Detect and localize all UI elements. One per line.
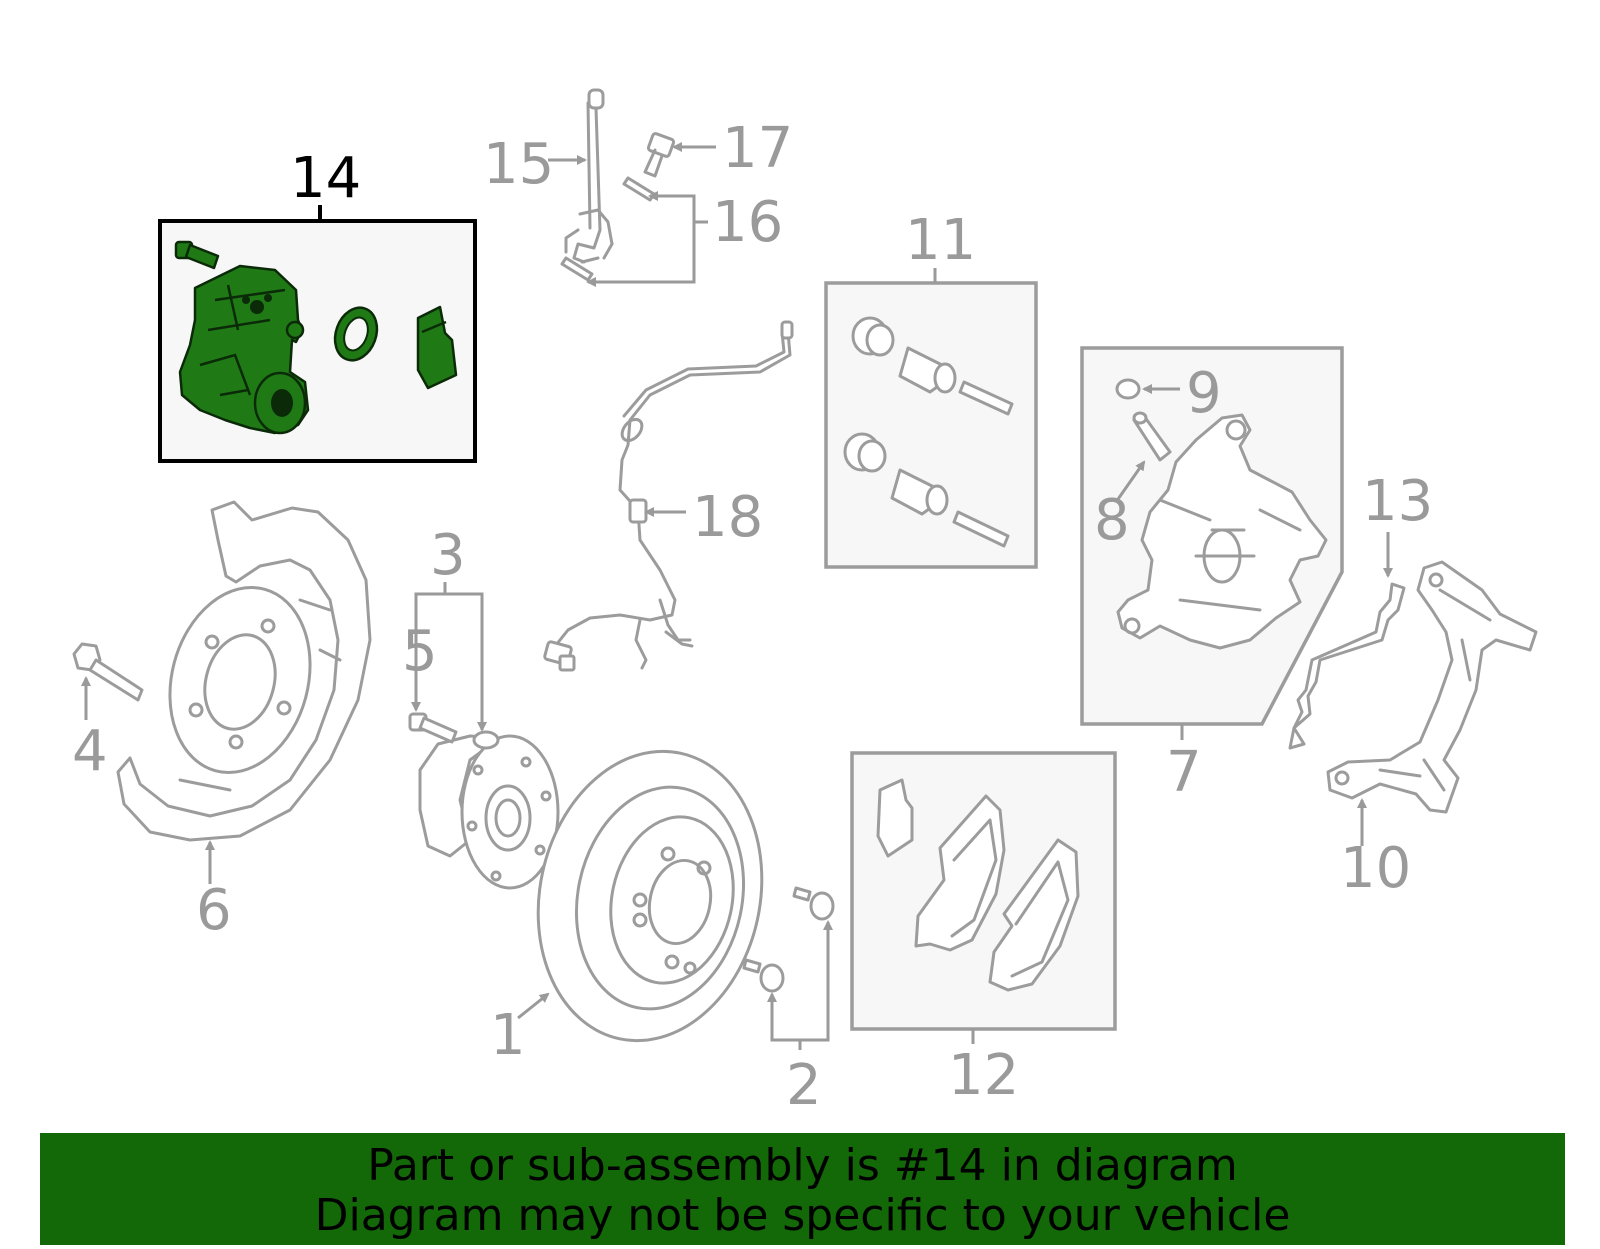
part-11-group bbox=[824, 268, 1038, 569]
callout-9[interactable]: 9 bbox=[1186, 361, 1222, 426]
callout-15[interactable]: 15 bbox=[483, 132, 554, 197]
callout-1[interactable]: 1 bbox=[490, 1003, 526, 1068]
part-6-dust-shield bbox=[116, 500, 372, 842]
guide-pins bbox=[843, 316, 1014, 548]
callout-13[interactable]: 13 bbox=[1362, 469, 1433, 534]
part-8-bleeder bbox=[1132, 411, 1172, 462]
part-3-hub bbox=[418, 730, 560, 890]
callout-8[interactable]: 8 bbox=[1094, 488, 1130, 553]
info-banner: Part or sub-assembly is #14 in diagram D… bbox=[40, 1133, 1565, 1245]
motor-bolt-green bbox=[174, 240, 220, 270]
callout-12[interactable]: 12 bbox=[948, 1043, 1019, 1108]
banner-line-2: Diagram may not be specific to your vehi… bbox=[314, 1190, 1291, 1241]
callout-3[interactable]: 3 bbox=[430, 523, 466, 588]
part-14-group[interactable]: 14 bbox=[158, 146, 477, 463]
callout-18[interactable]: 18 bbox=[692, 485, 763, 550]
callout-11[interactable]: 11 bbox=[905, 208, 976, 273]
part-10-bracket bbox=[1326, 560, 1538, 814]
part-5-bolt bbox=[408, 712, 458, 744]
callout-6[interactable]: 6 bbox=[196, 878, 232, 943]
callout-14[interactable]: 14 bbox=[290, 146, 361, 211]
part-11-box bbox=[824, 281, 1038, 569]
part-7-group bbox=[1080, 346, 1344, 740]
part-13-spring bbox=[1288, 582, 1406, 750]
caliper-housing bbox=[1116, 413, 1328, 650]
gasket-green bbox=[416, 305, 458, 390]
brake-hose-group bbox=[560, 88, 676, 282]
part-2-screws bbox=[742, 886, 835, 993]
banner-line-1: Part or sub-assembly is #14 in diagram bbox=[367, 1140, 1238, 1191]
callout-5[interactable]: 5 bbox=[402, 619, 438, 684]
callout-2[interactable]: 2 bbox=[786, 1053, 822, 1118]
callout-17[interactable]: 17 bbox=[722, 116, 793, 181]
callout-4[interactable]: 4 bbox=[72, 719, 108, 784]
callout-10[interactable]: 10 bbox=[1340, 836, 1411, 901]
part-9-cap bbox=[1115, 378, 1141, 400]
callout-16[interactable]: 16 bbox=[712, 190, 783, 255]
part-1-rotor bbox=[536, 749, 764, 1043]
part-18-sensor-harness bbox=[543, 320, 794, 672]
part-12-group bbox=[850, 751, 1117, 1044]
brake-pads bbox=[876, 778, 1080, 992]
seal-ring-green bbox=[333, 306, 379, 362]
brake-motor-green bbox=[178, 264, 310, 435]
callout-7[interactable]: 7 bbox=[1166, 740, 1202, 805]
part-4-bolt bbox=[72, 642, 144, 702]
part-17-bolt bbox=[643, 132, 676, 178]
